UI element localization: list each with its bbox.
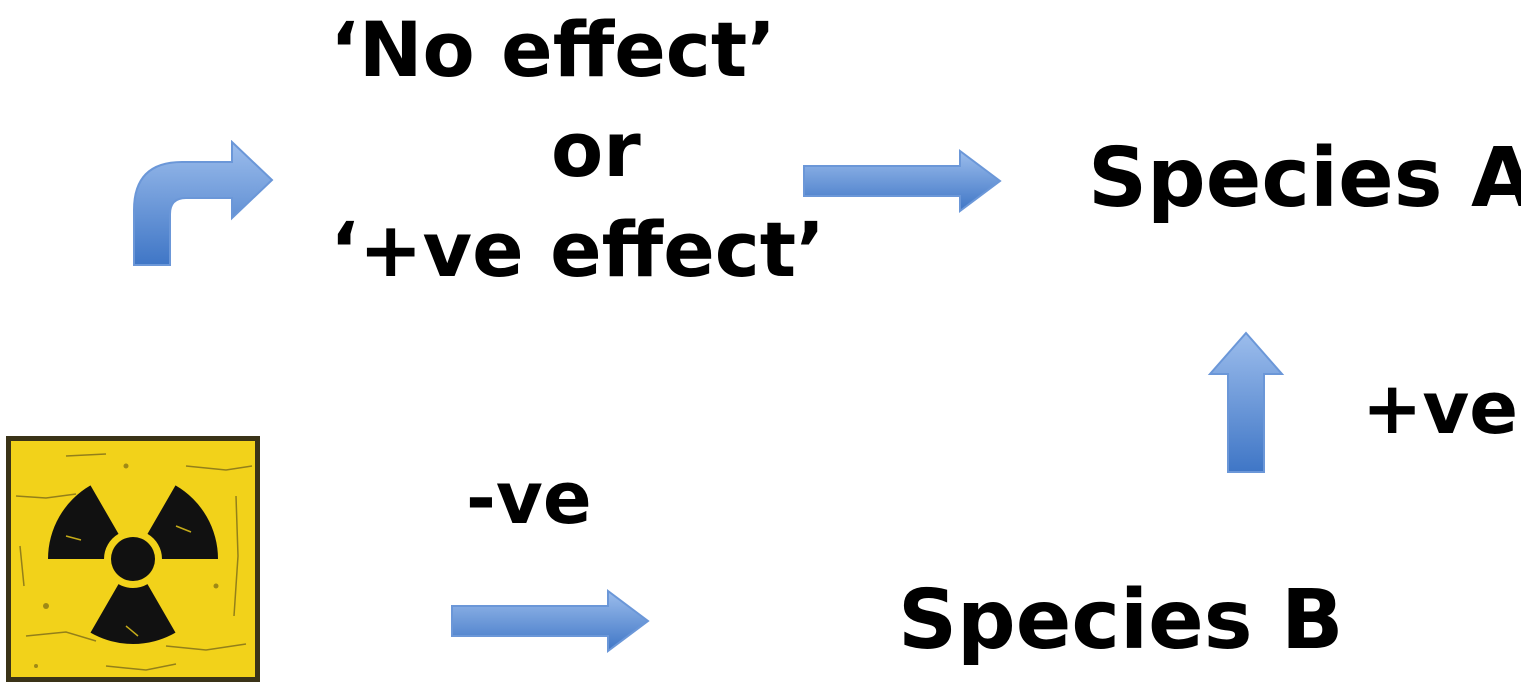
positive-effect-label: +ve	[1362, 366, 1519, 450]
negative-effect-label: -ve	[466, 456, 592, 540]
effect-label: ‘No effect’ or ‘+ve effect’	[330, 12, 850, 312]
species-a-label: Species A	[1088, 131, 1521, 226]
up-arrow-icon	[1207, 331, 1285, 473]
bent-arrow-icon	[133, 140, 274, 266]
effect-label-line3: ‘+ve effect’	[330, 205, 826, 294]
right-arrow-icon	[451, 589, 650, 653]
effect-label-line2: or	[551, 105, 641, 194]
radiation-warning-sign-icon	[6, 436, 260, 682]
effect-label-line1: ‘No effect’	[330, 5, 777, 94]
species-b-label: Species B	[898, 573, 1344, 668]
right-arrow-icon	[803, 149, 1002, 213]
